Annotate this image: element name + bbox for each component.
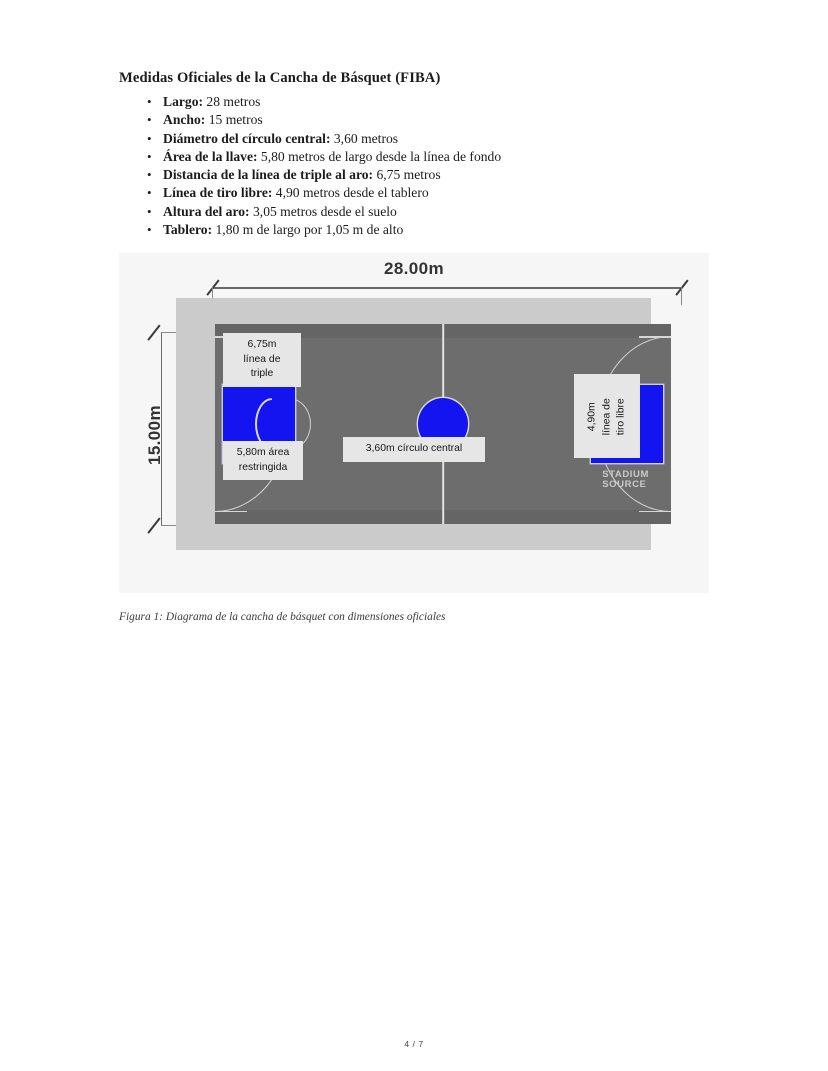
bullet-icon: • xyxy=(147,222,152,238)
spec-value: 28 metros xyxy=(203,94,261,109)
three-point-straight-line xyxy=(639,336,671,338)
three-point-straight-line xyxy=(639,510,671,513)
spec-value: 3,60 metros xyxy=(330,130,399,146)
bullet-icon: • xyxy=(147,112,152,128)
list-item: • Altura del aro: 3,05 metros desde el s… xyxy=(119,203,709,221)
height-dimension-line xyxy=(161,332,163,526)
list-item: • Distancia de la línea de triple al aro… xyxy=(119,166,709,184)
width-dimension-line xyxy=(212,287,682,289)
dimension-extension-line xyxy=(681,287,683,306)
list-item: • Línea de tiro libre: 4,90 metros desde… xyxy=(119,184,709,202)
spec-value: 6,75 metros xyxy=(373,167,441,183)
spec-term: Distancia de la línea de triple al aro: xyxy=(163,167,374,183)
spec-value: 5,80 metros de largo desde la línea de f… xyxy=(257,148,502,164)
list-item: • Tablero: 1,80 m de largo por 1,05 m de… xyxy=(119,221,709,239)
page-number: 4 / 7 xyxy=(404,1039,424,1049)
spec-term: Tablero: xyxy=(163,222,213,238)
spec-term: Área de la llave: xyxy=(163,148,258,164)
spec-value: 15 metros xyxy=(205,112,263,128)
bullet-icon: • xyxy=(147,185,152,201)
page-content: Medidas Oficiales de la Cancha de Básque… xyxy=(119,70,709,623)
bullet-icon: • xyxy=(147,167,152,183)
list-item: • Largo: 28 metros xyxy=(119,93,709,111)
callout-free-throw-line: 4,90m línea de tiro libre xyxy=(574,374,640,459)
list-item: • Área de la llave: 5,80 metros de largo… xyxy=(119,148,709,166)
bullet-icon: • xyxy=(147,94,152,109)
spec-term: Largo: xyxy=(163,94,204,109)
callout-three-point-line: 6,75m línea de triple xyxy=(223,333,301,387)
spec-value: 1,80 m de largo por 1,05 m de alto xyxy=(212,222,404,238)
three-point-straight-line xyxy=(215,510,247,513)
court-figure: 28.00m 15.00m xyxy=(119,253,709,623)
callout-free-throw-text: 4,90m línea de tiro libre xyxy=(586,397,627,435)
basketball-court-diagram: 28.00m 15.00m xyxy=(119,253,709,594)
callout-center-circle: 3,60m círculo central xyxy=(343,437,485,462)
width-dimension-label: 28.00m xyxy=(383,259,445,279)
bullet-icon: • xyxy=(147,130,152,146)
spec-value: 3,05 metros desde el suelo xyxy=(249,203,397,219)
dimension-tick-icon xyxy=(147,324,161,341)
spec-term: Línea de tiro libre: xyxy=(163,185,273,201)
spec-term: Diámetro del círculo central: xyxy=(163,130,331,146)
figure-caption: Figura 1: Diagrama de la cancha de básqu… xyxy=(119,611,446,624)
page-title: Medidas Oficiales de la Cancha de Básque… xyxy=(119,70,441,86)
callout-restricted-area: 5,80m área restringida xyxy=(223,441,303,481)
list-item: • Ancho: 15 metros xyxy=(119,111,709,129)
spec-term: Ancho: xyxy=(163,112,206,128)
list-item: • Diámetro del círculo central: 3,60 met… xyxy=(119,130,709,148)
measurements-list: • Largo: 28 metros • Ancho: 15 metros • … xyxy=(119,93,709,239)
bullet-icon: • xyxy=(147,203,152,219)
spec-value: 4,90 metros desde el tablero xyxy=(272,185,429,201)
dimension-tick-icon xyxy=(147,517,161,534)
spec-term: Altura del aro: xyxy=(163,203,250,219)
stadium-source-watermark: STADIUM SOURCE xyxy=(602,469,649,491)
bullet-icon: • xyxy=(147,148,152,164)
dimension-extension-line xyxy=(212,287,214,306)
